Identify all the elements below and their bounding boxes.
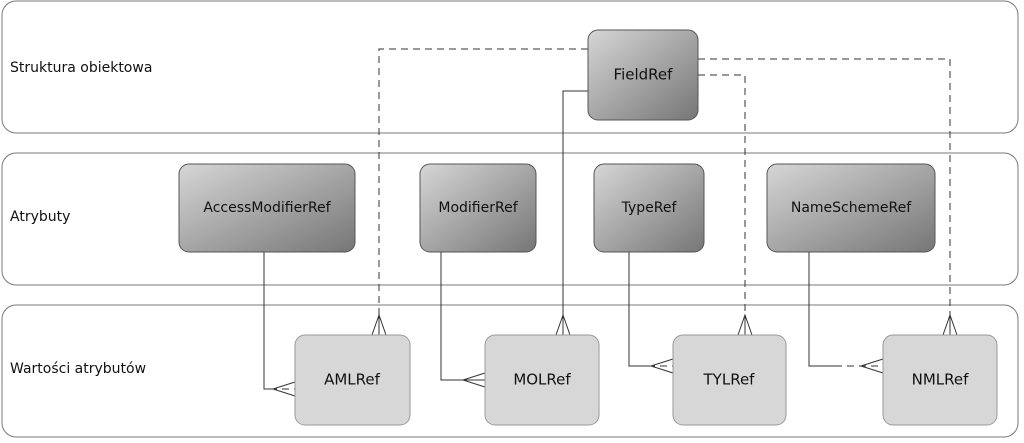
connector-nameschemeref-line <box>808 252 835 367</box>
connector-fieldref-tylref <box>698 74 746 333</box>
node-modifierref-label: ModifierRef <box>438 200 518 216</box>
crowfoot-amlref-top <box>371 313 387 336</box>
crowfoot-nmlref-top <box>942 313 958 336</box>
lane-object-structure-label: Struktura obiektowa <box>10 60 152 76</box>
lane-attributes-label: Atrybuty <box>10 209 70 225</box>
connector-fieldref-nmlref <box>698 58 951 333</box>
crowfoot-tylref-left <box>649 358 674 374</box>
node-accessmodifierref-label: AccessModifierRef <box>203 200 331 216</box>
node-fieldref-label: FieldRef <box>614 66 674 84</box>
crowfoot-molref-top <box>555 313 571 336</box>
node-typeref-label: TypeRef <box>621 200 678 216</box>
node-typeref[interactable]: TypeRef <box>593 163 705 253</box>
node-tylref-label: TYLRef <box>703 371 756 389</box>
node-tylref[interactable]: TYLRef <box>672 334 787 426</box>
connectors <box>263 48 958 397</box>
crowfoot-nmlref-left <box>859 358 884 374</box>
node-nmlref[interactable]: NMLRef <box>882 334 998 426</box>
node-amlref[interactable]: AMLRef <box>294 334 411 426</box>
node-molref-label: MOLRef <box>513 371 571 389</box>
node-amlref-label: AMLRef <box>324 371 381 389</box>
connector-fieldref-molref <box>562 90 588 333</box>
connector-fieldref-amlref <box>378 48 588 333</box>
lane-attribute-values-label: Wartości atrybutów <box>10 361 146 377</box>
connector-accessmodifierref-line <box>263 252 270 390</box>
node-accessmodifierref[interactable]: AccessModifierRef <box>178 163 356 253</box>
connector-modifierref-molref <box>440 252 485 381</box>
crowfoot-tylref-top <box>737 313 753 336</box>
crowfoot-amlref-left <box>271 381 296 397</box>
node-modifierref[interactable]: ModifierRef <box>419 163 537 253</box>
node-molref[interactable]: MOLRef <box>484 334 600 426</box>
connector-typeref-line <box>628 252 648 367</box>
crowfoot-molref-left <box>461 372 486 388</box>
node-fieldref[interactable]: FieldRef <box>587 29 699 121</box>
node-nameschemeref-label: NameSchemeRef <box>791 200 912 216</box>
node-nmlref-label: NMLRef <box>912 371 969 389</box>
lane-object-structure: Struktura obiektowa <box>1 0 1019 134</box>
node-nameschemeref[interactable]: NameSchemeRef <box>766 163 936 253</box>
